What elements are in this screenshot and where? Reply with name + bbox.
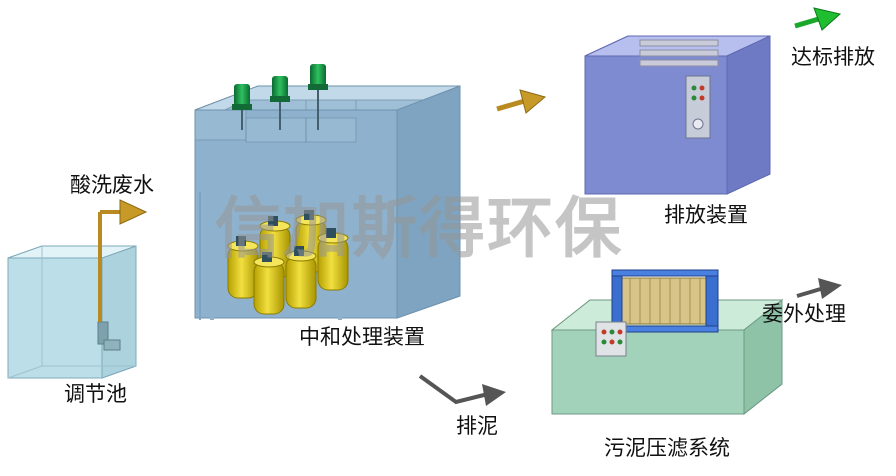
label-acid-wastewater: 酸洗废水 — [70, 173, 154, 197]
dosing-tanks — [227, 210, 349, 315]
label-compliant-discharge: 达标排放 — [791, 45, 875, 69]
discharge-unit — [584, 35, 771, 195]
label-sludge-discharge: 排泥 — [456, 414, 498, 438]
flow-arrow-outsourced — [796, 278, 842, 299]
flow-arrow-sludge — [418, 374, 506, 406]
mixer-motor — [308, 64, 328, 130]
mixer-motor — [232, 84, 252, 130]
label-outsourced-treatment: 委外处理 — [762, 302, 846, 326]
regulating-tank — [7, 245, 137, 379]
watermark: 信加斯得环保 — [215, 190, 623, 267]
label-regulating-tank: 调节池 — [64, 382, 127, 406]
acid-wastewater-pipe — [98, 199, 148, 322]
mixer-motor — [270, 76, 290, 130]
label-sludge-filter-press: 污泥压滤系统 — [604, 436, 730, 460]
label-neutralization-unit: 中和处理装置 — [299, 325, 425, 349]
flow-arrow-compliant — [794, 7, 842, 31]
sludge-filter-press — [550, 269, 784, 416]
flow-arrow-to-discharge — [496, 89, 547, 114]
label-discharge-unit: 排放装置 — [664, 203, 748, 227]
